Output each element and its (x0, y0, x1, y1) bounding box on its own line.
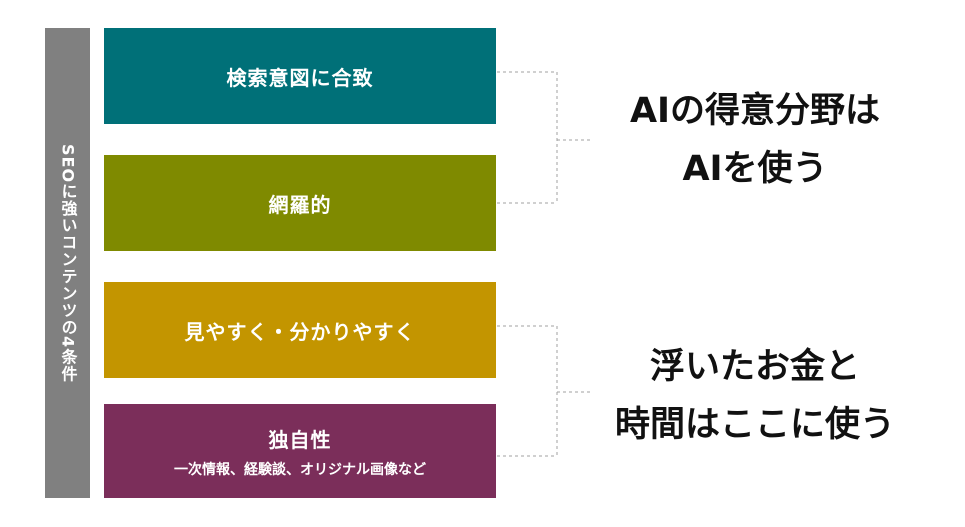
condition-label: 見やすく・分かりやすく (184, 319, 416, 344)
condition-box-comprehensive: 網羅的 (104, 155, 496, 251)
callout-human-line-2: 時間はここに使う (614, 405, 895, 445)
condition-box-readability: 見やすく・分かりやすく (104, 282, 496, 378)
condition-label: 検索意図に合致 (226, 65, 374, 90)
callout-ai-line-2: AIを使う (682, 149, 828, 189)
condition-sub-label: 一次情報、経験談、オリジナル画像など (174, 461, 426, 478)
callout-human: 浮いたお金と 時間はここに使う (575, 338, 935, 454)
condition-box-search-intent: 検索意図に合致 (104, 28, 496, 124)
condition-box-originality: 独自性 一次情報、経験談、オリジナル画像など (104, 404, 496, 498)
callout-human-line-1: 浮いたお金と (649, 347, 860, 387)
condition-label: 網羅的 (268, 192, 332, 217)
callout-ai: AIの得意分野は AIを使う (575, 82, 935, 198)
bracket-connector-top (497, 71, 592, 204)
side-label: SEOに強いコンテンツの4条件 (58, 143, 78, 383)
bracket-connector-bottom (497, 325, 592, 457)
condition-label: 独自性 (268, 427, 332, 452)
callout-ai-line-1: AIの得意分野は (629, 91, 881, 131)
side-label-bar: SEOに強いコンテンツの4条件 (45, 28, 90, 498)
